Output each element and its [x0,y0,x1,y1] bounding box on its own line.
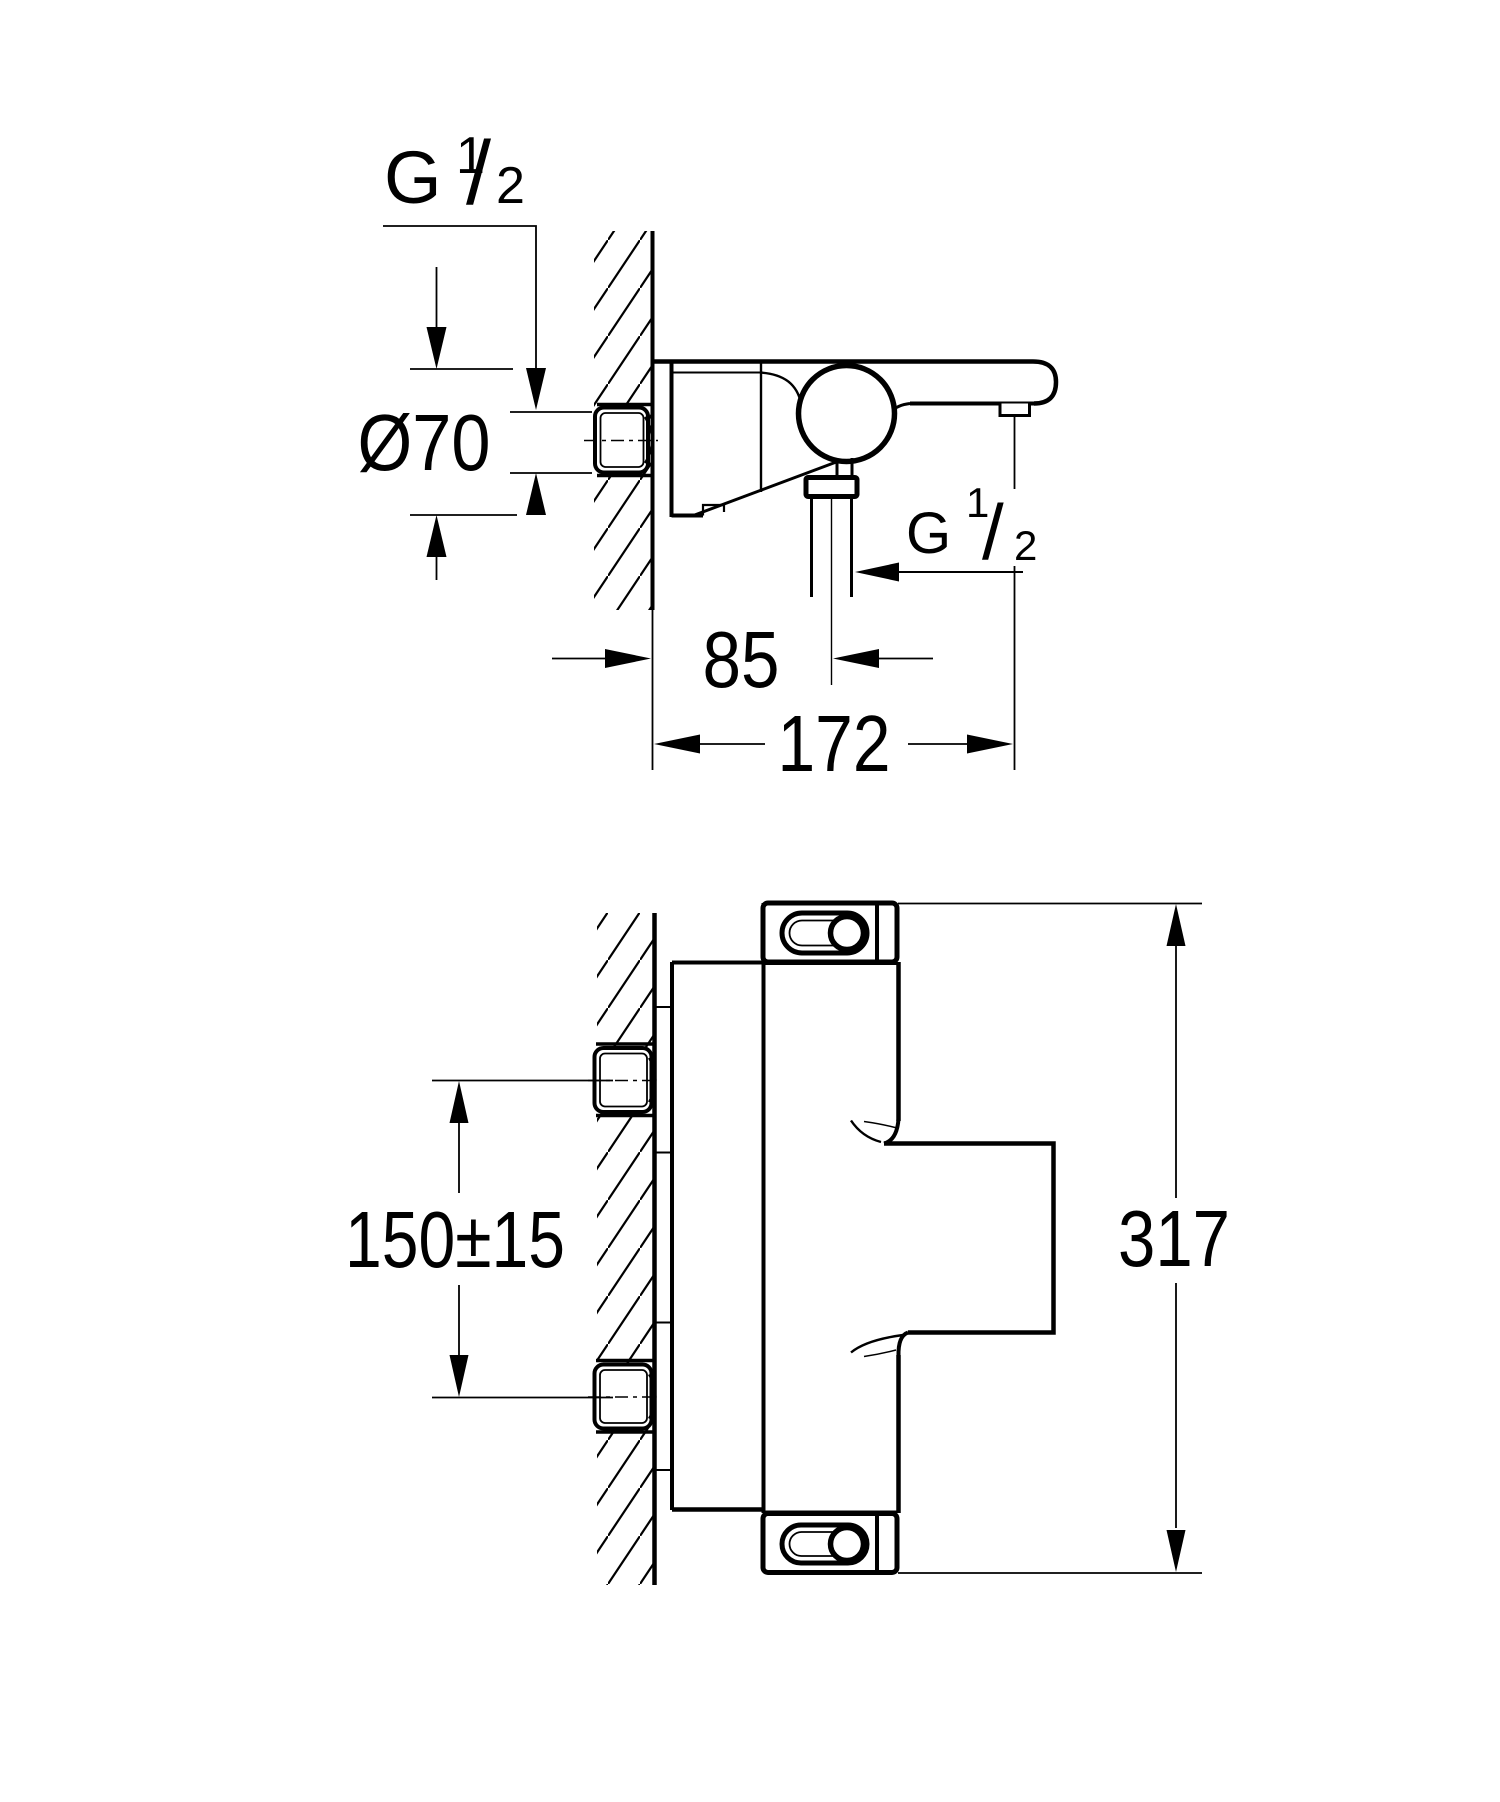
arrow-right-icon [967,734,1013,754]
arrow-left-icon [855,562,899,582]
arrow-down-icon [426,327,447,369]
svg-text:2: 2 [1014,522,1037,569]
mounting-screw [827,913,867,953]
dimension-172: 172 [654,416,1016,788]
arrow-right-icon [605,649,651,668]
upper-union-nut [588,1042,660,1118]
dimension-172-label: 172 [778,699,891,788]
wall-union-nut-top-view [584,402,658,478]
wall-hatching [597,913,655,1585]
arrow-down-icon [449,1355,469,1397]
dimension-85: 85 [552,597,933,704]
escutcheon-edges [655,1006,671,1471]
svg-text:/: / [466,124,491,224]
arrow-up-icon [449,1081,469,1123]
dimension-85-label: 85 [703,615,780,704]
outlet-thread-label: G 1 / 2 [906,479,1037,576]
arrow-up-icon [526,473,546,515]
body-underside [691,459,840,518]
spout-aerator [998,403,1031,417]
mixer-body-top-view [654,359,1059,597]
dimension-150: 150±15 [345,1079,613,1399]
outlet-thread-dimension: G 1 / 2 [855,479,1037,582]
top-mounting-bracket [760,900,900,965]
dimension-317-label: 317 [1118,1194,1230,1283]
lever-end [1032,359,1059,406]
shower-outlet-nut [803,475,860,499]
arrow-down-icon [526,368,546,410]
wall-section-front-view [597,913,657,1585]
bottom-mounting-bracket [760,1511,900,1575]
wall-thread-label: G 1 / 2 [384,124,525,224]
front-view: 150±15 317 [345,900,1230,1585]
escutcheon-diameter-label: Ø70 [358,398,491,487]
wall-section-top-view [594,231,655,770]
lower-union-nut [588,1358,660,1434]
mounting-screw [827,1524,867,1564]
valve-block [884,1141,1056,1335]
arrow-up-icon [426,515,447,557]
svg-text:G: G [384,136,442,219]
svg-text:G: G [906,501,951,566]
svg-text:2: 2 [496,157,525,215]
cartridge-cap [795,362,898,465]
arrow-left-icon [833,649,879,668]
mixer-body-front-view [670,903,1056,1516]
wall-thread-dimension: G 1 / 2 [383,124,592,580]
dimension-317: 317 [898,902,1230,1574]
svg-text:/: / [982,488,1004,576]
svg-text:1: 1 [456,127,485,185]
top-view: G 1 / 2 Ø70 [358,124,1059,788]
dimension-150-label: 150±15 [345,1195,565,1284]
arrow-down-icon [1166,1530,1186,1572]
arrow-up-icon [1166,904,1186,946]
svg-text:1: 1 [966,479,989,526]
arrow-left-icon [654,734,700,754]
